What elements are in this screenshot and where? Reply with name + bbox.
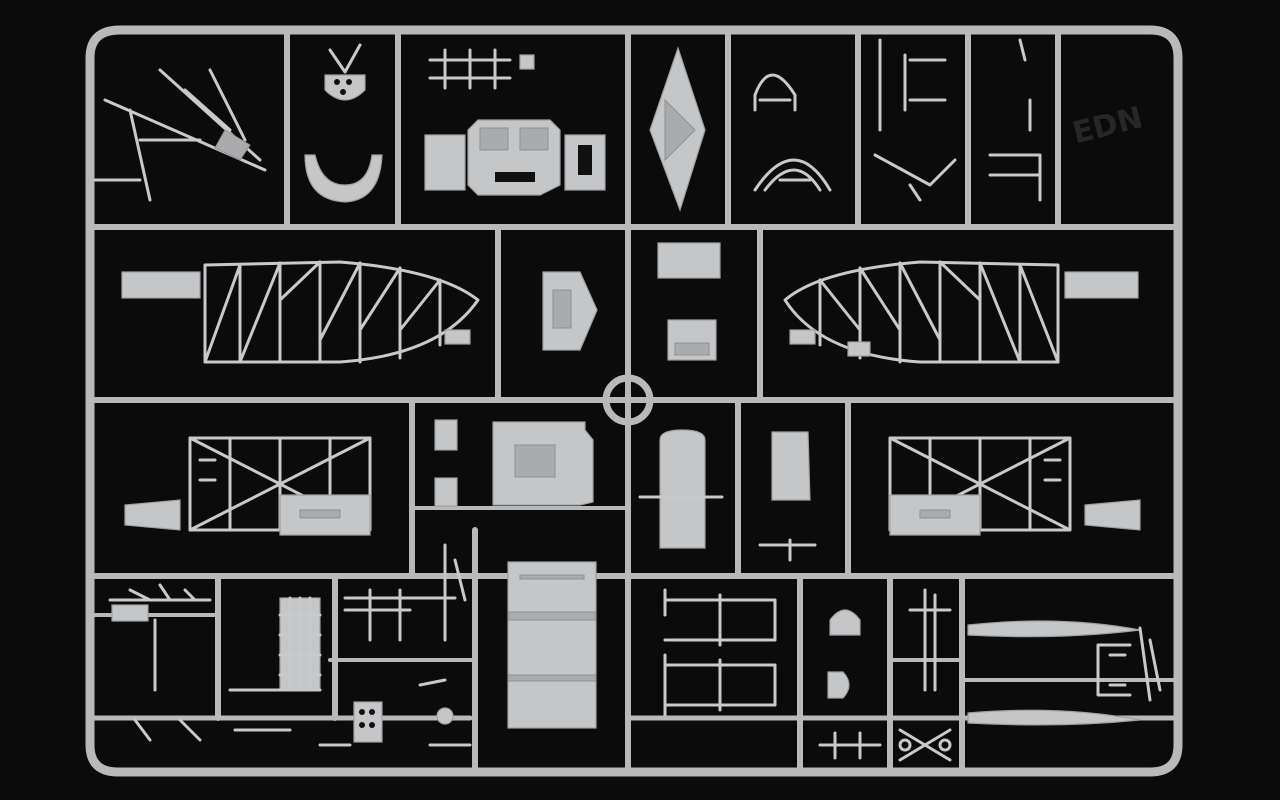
fuselage-half-right — [783, 260, 1139, 364]
arch-frames — [753, 73, 832, 192]
instrument-part — [324, 43, 366, 101]
centre-parts-middle — [542, 242, 721, 361]
top-row-parts — [93, 38, 1042, 212]
seat-part — [304, 154, 383, 203]
lower-fuselage-right — [888, 436, 1141, 536]
rod-parts-bottom — [663, 588, 777, 717]
long-struts-bottom-right — [967, 620, 1162, 726]
fuselage-half-left — [121, 260, 480, 364]
centre-parts-lower — [434, 419, 817, 562]
small-parts-bottom-right — [818, 588, 952, 762]
sprue-frame — [85, 25, 1183, 777]
lower-fuselage-left — [124, 436, 372, 536]
bottom-mid-left-parts — [318, 543, 472, 747]
diamond-panel-part — [649, 46, 706, 212]
bottom-left-parts — [108, 583, 322, 742]
engine-block-part — [424, 119, 606, 196]
floor-panel-part — [507, 561, 597, 729]
small-rods-top-right — [873, 38, 1042, 202]
ladder-part — [428, 48, 535, 90]
strut-assembly-left — [93, 68, 267, 202]
